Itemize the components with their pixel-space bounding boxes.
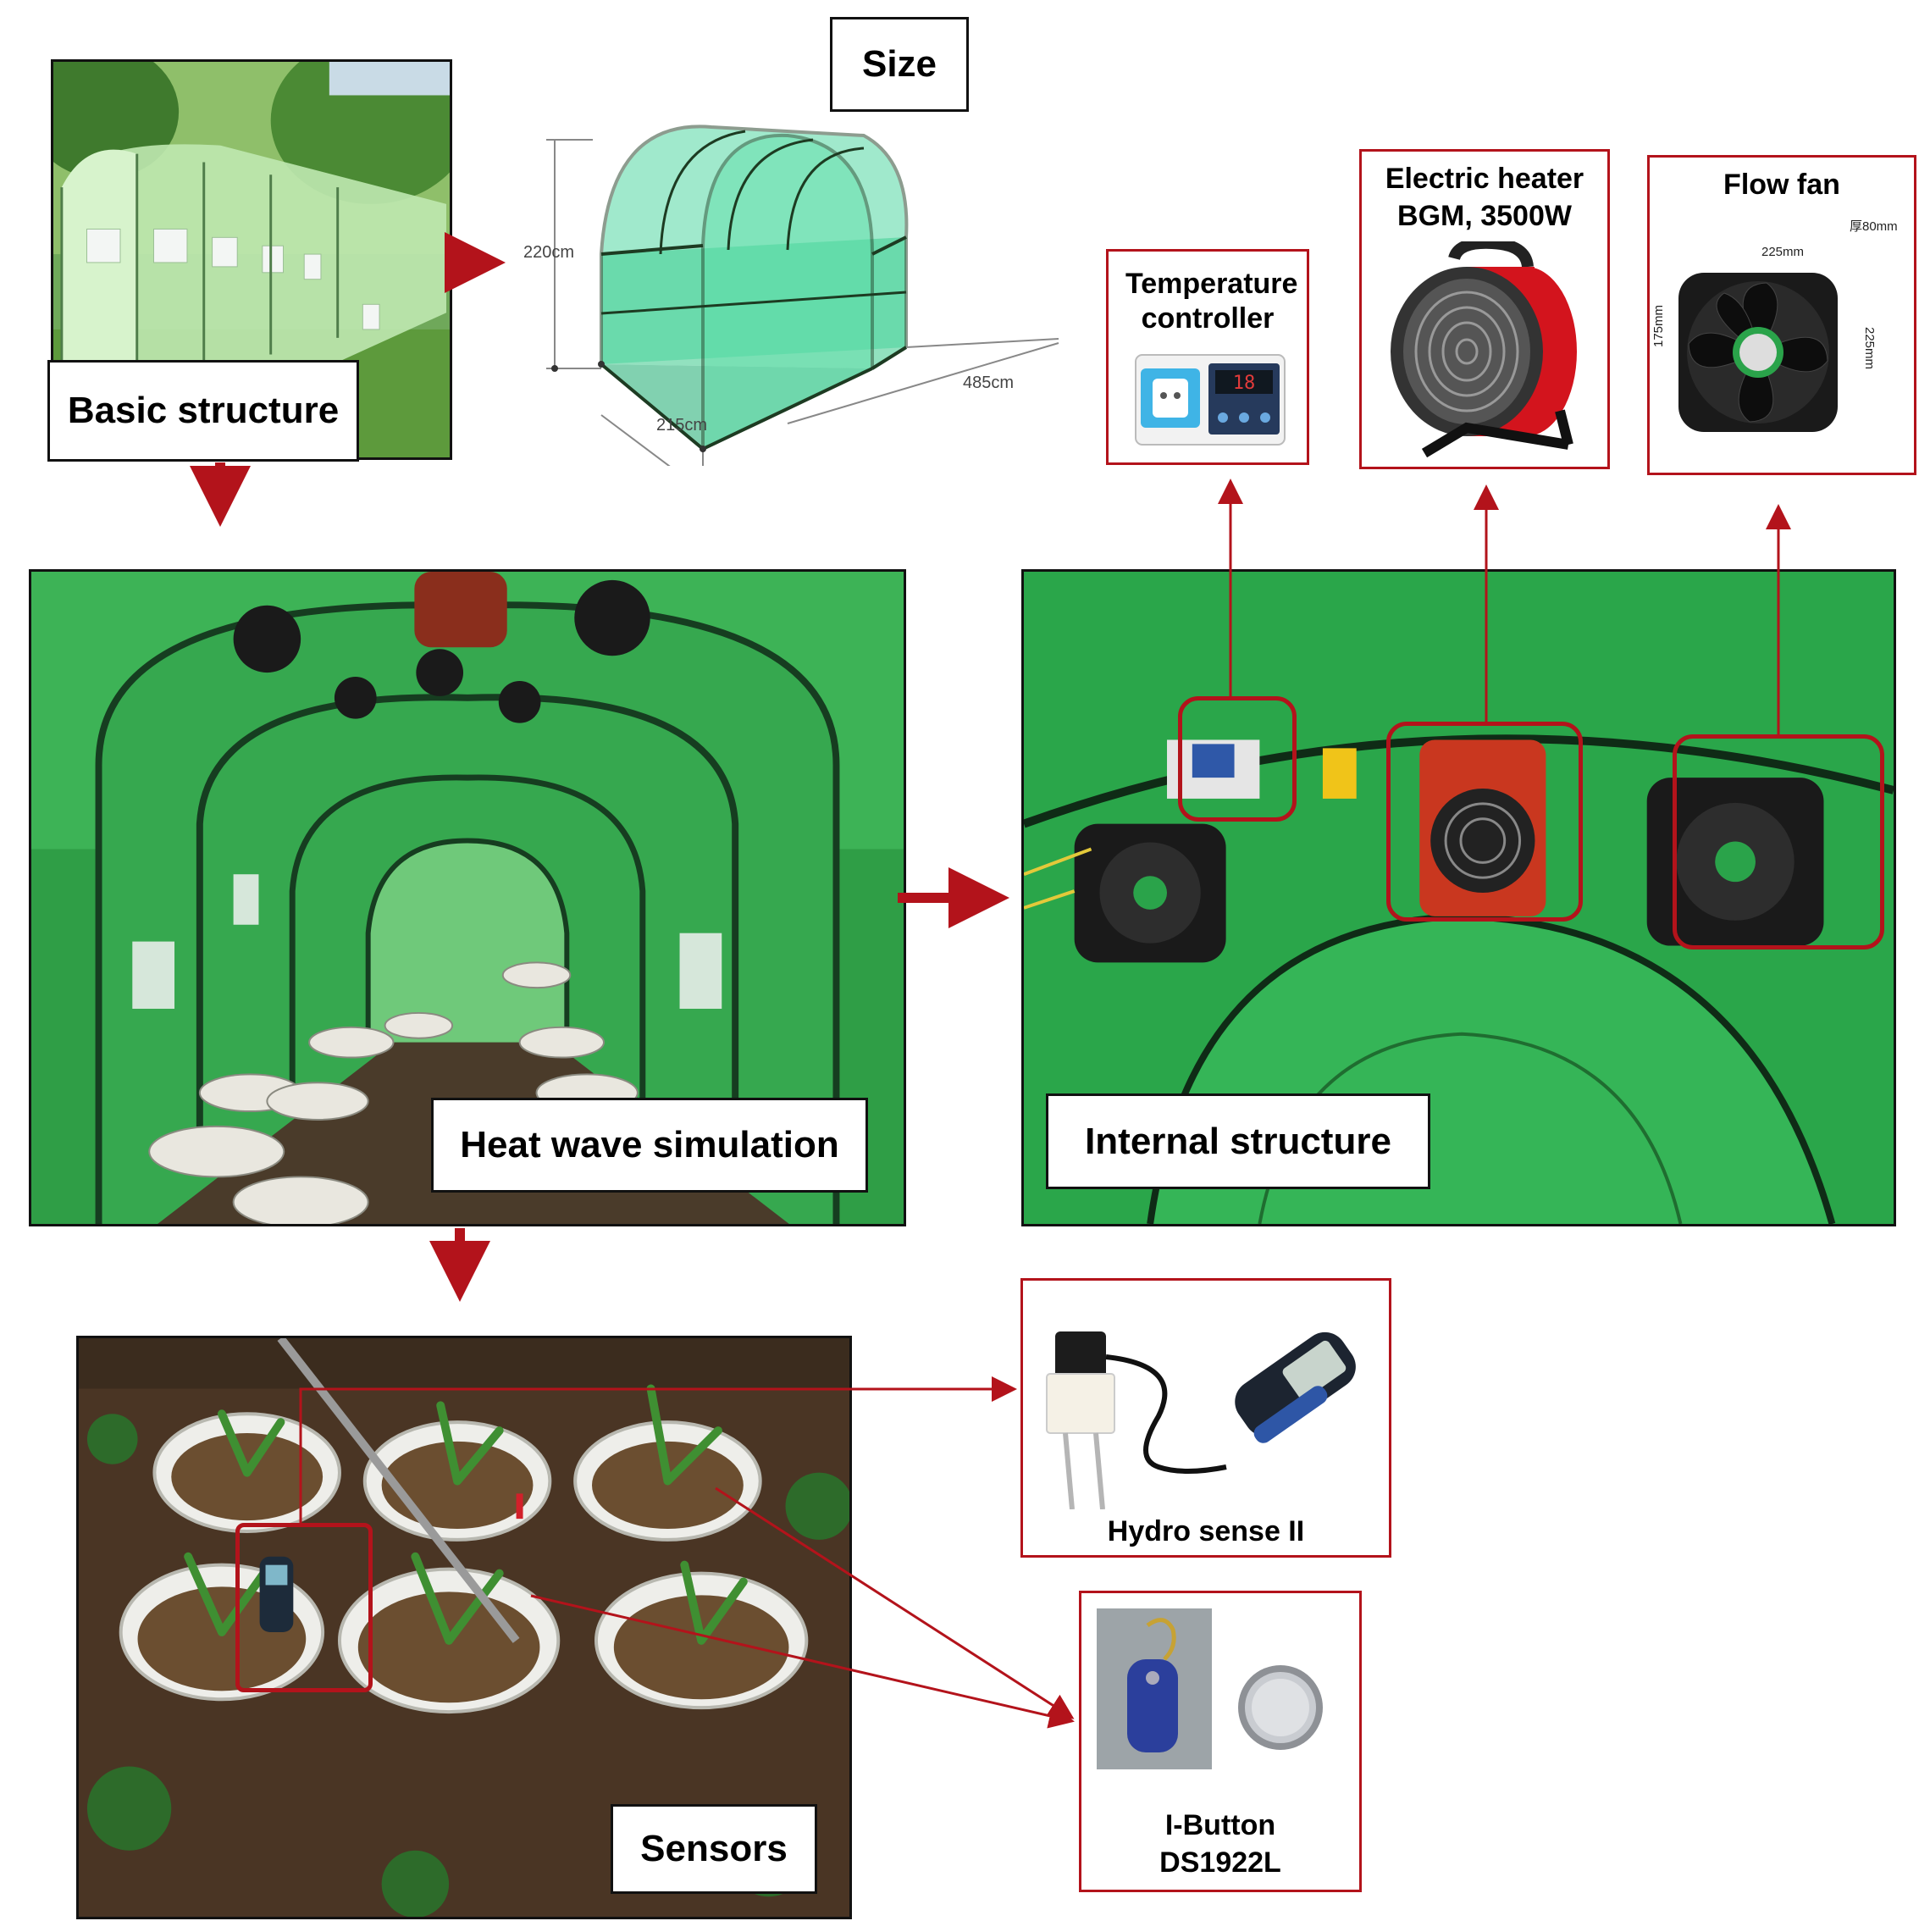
dimension-width: 215cm	[656, 416, 708, 435]
heat-wave-simulation-label: Heat wave simulation	[431, 1098, 868, 1193]
fan-highlight	[1673, 734, 1884, 949]
sensors-label: Sensors	[611, 1804, 817, 1894]
fan-width-dim: 225mm	[1761, 245, 1805, 259]
temperature-controller-box: Temperature controller 18	[1106, 249, 1309, 465]
electric-heater-image	[1391, 241, 1577, 458]
fan-height-outer-dim: 225mm	[1862, 327, 1877, 370]
ibutton-caption-line1: I-Button	[1164, 1809, 1276, 1841]
hydro-sense-image	[1046, 1331, 1356, 1509]
controller-highlight	[1178, 696, 1297, 822]
flow-fan-image	[1678, 273, 1838, 432]
ibutton-box: I-Button DS1922L	[1079, 1591, 1362, 1892]
hydro-sense-box: Hydro sense II	[1020, 1278, 1391, 1558]
electric-heater-caption-line2: BGM, 3500W	[1397, 200, 1572, 232]
hydro-sense-caption: Hydro sense II	[1107, 1515, 1305, 1547]
temperature-controller-image: 18	[1135, 354, 1286, 446]
ibutton-key-image	[1097, 1608, 1212, 1769]
heat-wave-simulation-photo	[29, 569, 906, 1226]
fan-height-inner-dim: 175mm	[1651, 304, 1666, 347]
heater-highlight	[1386, 722, 1583, 922]
ibutton-coin-image	[1238, 1665, 1323, 1750]
dimension-length: 485cm	[963, 374, 1015, 392]
temperature-controller-caption: Temperature controller	[1125, 268, 1298, 335]
size-label: Size	[830, 17, 969, 112]
fan-thickness-dim: 厚80mm	[1850, 219, 1898, 234]
dimension-height: 220cm	[523, 243, 575, 262]
internal-structure-label: Internal structure	[1046, 1093, 1430, 1189]
basic-structure-label: Basic structure	[47, 360, 359, 462]
greenhouse-size-diagram	[546, 125, 1059, 466]
flow-fan-box: Flow fan 厚80mm 225mm 175mm 225mm	[1647, 155, 1916, 475]
electric-heater-caption-line1: Electric heater	[1385, 163, 1584, 195]
controller-display: 18	[1233, 373, 1256, 394]
hydro-sense-highlight	[235, 1523, 373, 1692]
flow-fan-caption: Flow fan	[1723, 169, 1840, 201]
electric-heater-box: Electric heater BGM, 3500W	[1359, 149, 1610, 469]
ibutton-caption-line2: DS1922L	[1159, 1846, 1281, 1879]
